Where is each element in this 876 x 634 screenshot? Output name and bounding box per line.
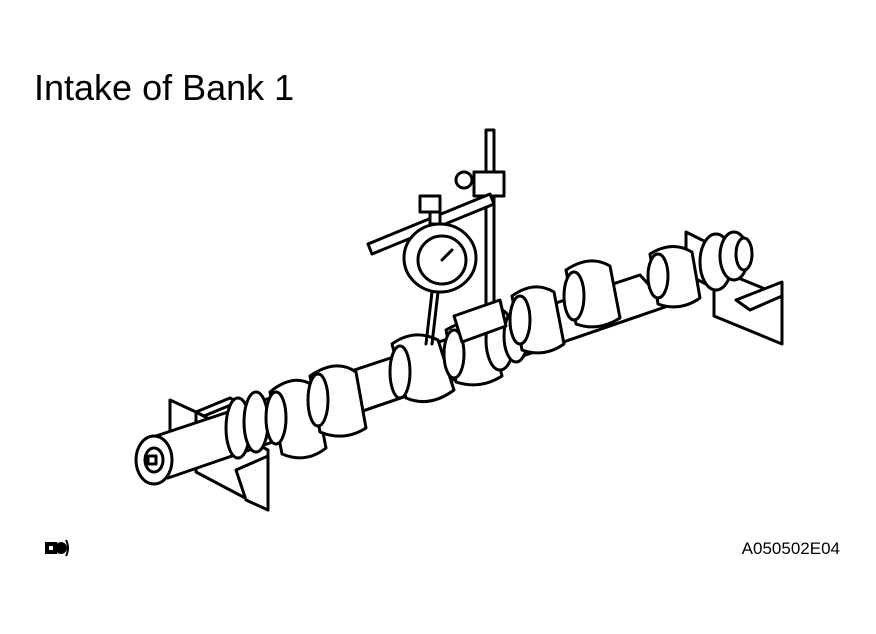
- cam-lobe-5: [508, 285, 566, 355]
- figure-code: A050502E04: [741, 539, 840, 558]
- publisher-logo-icon: [45, 539, 69, 557]
- cam-lobe-2: [306, 364, 368, 438]
- camshaft: [134, 230, 754, 486]
- cam-lobe-6: [562, 259, 622, 329]
- dial-indicator: [366, 128, 508, 346]
- cam-lobe-7: [646, 245, 702, 309]
- rear-flange: [698, 230, 754, 292]
- figure-title: Intake of Bank 1: [34, 67, 295, 108]
- cam-lobe-3: [388, 333, 456, 404]
